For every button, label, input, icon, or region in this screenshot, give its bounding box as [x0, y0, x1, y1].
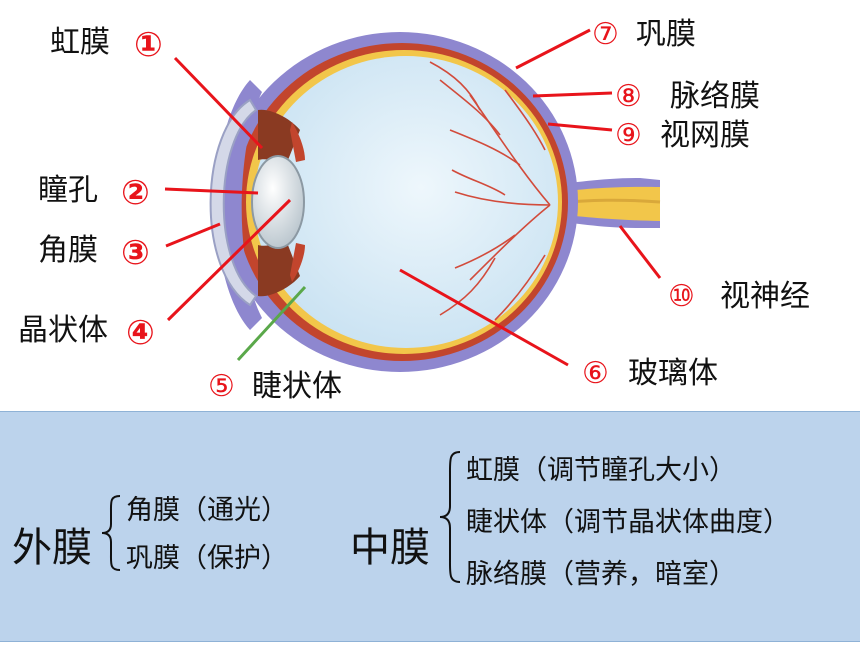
middle-item-ciliary: 睫状体（调节晶状体曲度）	[466, 507, 790, 538]
leader-8	[532, 91, 613, 98]
label-choroid: 脉络膜	[670, 79, 760, 114]
number-5: ⑤	[208, 369, 235, 404]
outer-brace	[101, 495, 121, 571]
number-1: ①	[134, 25, 163, 65]
number-7: ⑦	[592, 17, 619, 52]
leader-1	[173, 56, 264, 150]
label-vitreous: 玻璃体	[628, 356, 718, 391]
label-cornea: 角膜	[38, 233, 98, 268]
outer-item-sclera: 巩膜（保护）	[126, 543, 288, 574]
leader-2	[164, 187, 259, 195]
label-lens: 晶状体	[18, 313, 108, 348]
number-8: ⑧	[615, 79, 642, 114]
leader-6	[399, 268, 569, 367]
outer-item-cornea: 角膜（通光）	[126, 495, 288, 526]
eye-diagram: 虹膜 ① 瞳孔 ② 角膜 ③ 晶状体 ④ ⑤ 睫状体 ⑥ 玻璃体 ⑦ 巩膜 ⑧ …	[18, 17, 810, 404]
label-optic-nerve: 视神经	[720, 279, 810, 314]
middle-layer-title: 中膜	[350, 525, 430, 571]
iris-shape	[258, 109, 300, 165]
label-sclera: 巩膜	[636, 17, 696, 52]
middle-brace	[439, 451, 461, 583]
number-2: ②	[121, 173, 150, 213]
label-pupil: 瞳孔	[38, 173, 98, 208]
label-retina: 视网膜	[660, 118, 750, 153]
number-6: ⑥	[582, 356, 609, 391]
leader-4	[166, 198, 292, 322]
middle-item-choroid: 脉络膜（营养，暗室）	[466, 559, 736, 590]
cornea-shape	[209, 98, 258, 307]
leader-10	[618, 225, 662, 279]
leader-5	[236, 285, 307, 362]
label-iris: 虹膜	[50, 25, 110, 60]
retinal-vessels	[429, 61, 551, 321]
ciliary-shape	[290, 122, 305, 162]
leader-7	[515, 28, 591, 70]
number-3: ③	[121, 233, 150, 273]
summary-panel: 外膜 角膜（通光） 巩膜（保护） 中膜 虹膜（调节瞳孔大小） 睫状体（调节晶状体…	[0, 411, 860, 642]
number-4: ④	[126, 313, 155, 353]
number-9: ⑨	[615, 118, 642, 153]
leader-9	[547, 122, 613, 132]
outer-layer-title: 外膜	[12, 525, 92, 571]
label-ciliary: 睫状体	[252, 369, 342, 404]
middle-item-iris: 虹膜（调节瞳孔大小）	[466, 455, 736, 486]
lens-shape	[251, 155, 305, 249]
vitreous-body	[254, 56, 558, 348]
leader-3	[165, 222, 221, 248]
number-10: ⑩	[668, 279, 695, 314]
